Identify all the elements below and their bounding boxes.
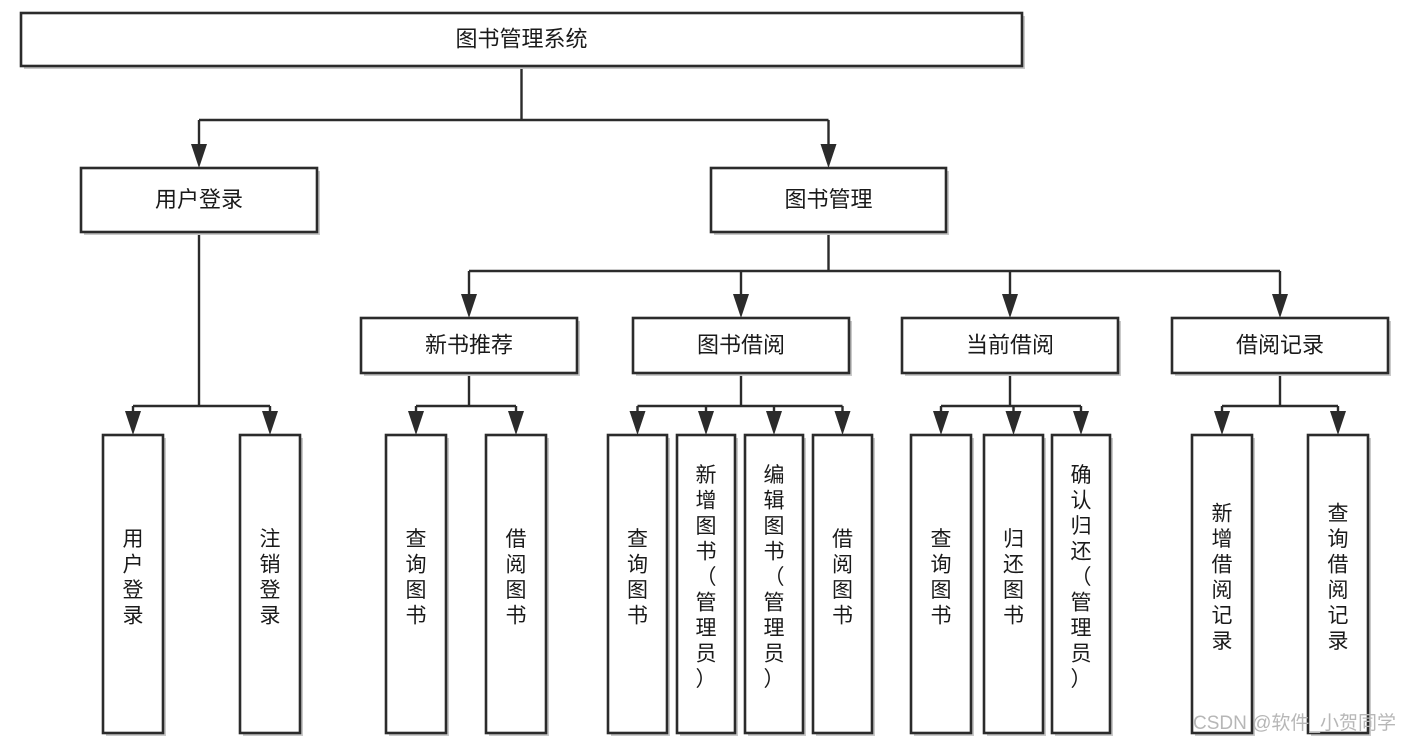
node-leaf-edit-book[interactable]: 编辑图书（管理员） bbox=[743, 433, 806, 736]
arrow-head bbox=[733, 294, 749, 318]
arrow-head bbox=[191, 144, 207, 168]
node-rect[interactable] bbox=[900, 316, 1120, 375]
arrow-head bbox=[508, 411, 524, 435]
arrow-head bbox=[262, 411, 278, 435]
node-rect[interactable] bbox=[982, 433, 1045, 735]
node-leaf-logout[interactable]: 注销登录 bbox=[238, 433, 303, 736]
node-leaf-confirm-return[interactable]: 确认归还（管理员） bbox=[1050, 433, 1113, 736]
arrow-head bbox=[698, 411, 714, 435]
node-label: 用户登录 bbox=[155, 187, 243, 212]
node-rect[interactable] bbox=[709, 166, 948, 234]
arrow-head bbox=[766, 411, 782, 435]
node-leaf-user-login[interactable]: 用户登录 bbox=[101, 433, 166, 736]
node-label: 新书推荐 bbox=[425, 332, 513, 357]
node-label: 查询图书 bbox=[931, 528, 952, 628]
node-rect[interactable] bbox=[1306, 433, 1370, 735]
node-label: 图书借阅 bbox=[697, 332, 785, 357]
node-label: 新增借阅记录 bbox=[1212, 502, 1233, 653]
node-label: 新增图书（管理员） bbox=[696, 464, 717, 691]
node-rect[interactable] bbox=[909, 433, 973, 735]
node-label: 查询图书 bbox=[627, 528, 648, 628]
node-label: 编辑图书（管理员） bbox=[764, 464, 785, 691]
node-rect[interactable] bbox=[631, 316, 851, 375]
node-leaf-query-borrow-record[interactable]: 查询借阅记录 bbox=[1306, 433, 1371, 736]
node-label: 查询图书 bbox=[406, 528, 427, 628]
arrow-head bbox=[1005, 411, 1022, 435]
node-label: 注销登录 bbox=[260, 528, 281, 628]
node-leaf-query-book-2[interactable]: 查询图书 bbox=[606, 433, 670, 736]
node-rect[interactable] bbox=[79, 166, 319, 234]
arrow-head bbox=[629, 411, 646, 435]
node-label: 借阅图书 bbox=[832, 528, 853, 628]
node-new-book-recommend[interactable]: 新书推荐 bbox=[359, 316, 580, 376]
node-rect[interactable] bbox=[384, 433, 448, 735]
node-label: 当前借阅 bbox=[966, 332, 1054, 357]
arrow-head bbox=[820, 144, 837, 168]
node-rect[interactable] bbox=[811, 433, 874, 735]
node-label: 用户登录 bbox=[123, 528, 144, 628]
csdn-watermark: CSDN @软件_小贺同学 bbox=[1193, 712, 1396, 734]
node-label: 确认归还（管理员） bbox=[1071, 464, 1092, 691]
arrow-head bbox=[1073, 411, 1089, 435]
node-current-borrow[interactable]: 当前借阅 bbox=[900, 316, 1121, 376]
arrow-head bbox=[1002, 294, 1018, 318]
node-rect[interactable] bbox=[606, 433, 669, 735]
node-label: 归还图书 bbox=[1003, 528, 1024, 628]
arrow-head bbox=[933, 411, 949, 435]
node-rect[interactable] bbox=[1190, 433, 1254, 735]
arrow-head bbox=[461, 294, 477, 318]
node-rect[interactable] bbox=[19, 11, 1024, 68]
node-label: 图书管理系统 bbox=[455, 26, 587, 51]
node-leaf-add-book[interactable]: 新增图书（管理员） bbox=[675, 433, 738, 736]
node-label: 图书管理 bbox=[784, 187, 872, 212]
node-label: 借阅记录 bbox=[1236, 332, 1324, 357]
node-leaf-return-book[interactable]: 归还图书 bbox=[982, 433, 1046, 736]
arrow-head bbox=[1330, 411, 1346, 435]
node-label: 查询借阅记录 bbox=[1328, 502, 1349, 653]
arrow-head bbox=[125, 411, 141, 435]
node-rect[interactable] bbox=[1050, 433, 1112, 735]
node-rect[interactable] bbox=[101, 433, 165, 735]
node-root-root[interactable]: 图书管理系统 bbox=[19, 11, 1025, 69]
node-book-management[interactable]: 图书管理 bbox=[709, 166, 949, 235]
node-rect[interactable] bbox=[743, 433, 805, 735]
arrow-head bbox=[408, 411, 424, 435]
node-leaf-query-book-3[interactable]: 查询图书 bbox=[909, 433, 974, 736]
node-rect[interactable] bbox=[359, 316, 579, 375]
node-leaf-borrow-book-2[interactable]: 借阅图书 bbox=[811, 433, 875, 736]
node-leaf-borrow-book-1[interactable]: 借阅图书 bbox=[484, 433, 549, 736]
node-rect[interactable] bbox=[1170, 316, 1390, 375]
arrow-head bbox=[1214, 411, 1230, 435]
node-book-borrow[interactable]: 图书借阅 bbox=[631, 316, 852, 376]
node-rect[interactable] bbox=[238, 433, 302, 735]
node-rect[interactable] bbox=[484, 433, 548, 735]
node-leaf-query-book-1[interactable]: 查询图书 bbox=[384, 433, 449, 736]
node-boxes-layer: 图书管理系统用户登录图书管理新书推荐图书借阅当前借阅借阅记录用户登录注销登录查询… bbox=[19, 11, 1391, 736]
node-label: 借阅图书 bbox=[506, 528, 527, 628]
connector-edges-layer bbox=[125, 66, 1346, 435]
node-user-login[interactable]: 用户登录 bbox=[79, 166, 320, 235]
arrow-head bbox=[1272, 294, 1288, 318]
node-borrow-record[interactable]: 借阅记录 bbox=[1170, 316, 1391, 376]
node-leaf-add-borrow-record[interactable]: 新增借阅记录 bbox=[1190, 433, 1255, 736]
node-rect[interactable] bbox=[675, 433, 737, 735]
arrow-head bbox=[834, 411, 851, 435]
